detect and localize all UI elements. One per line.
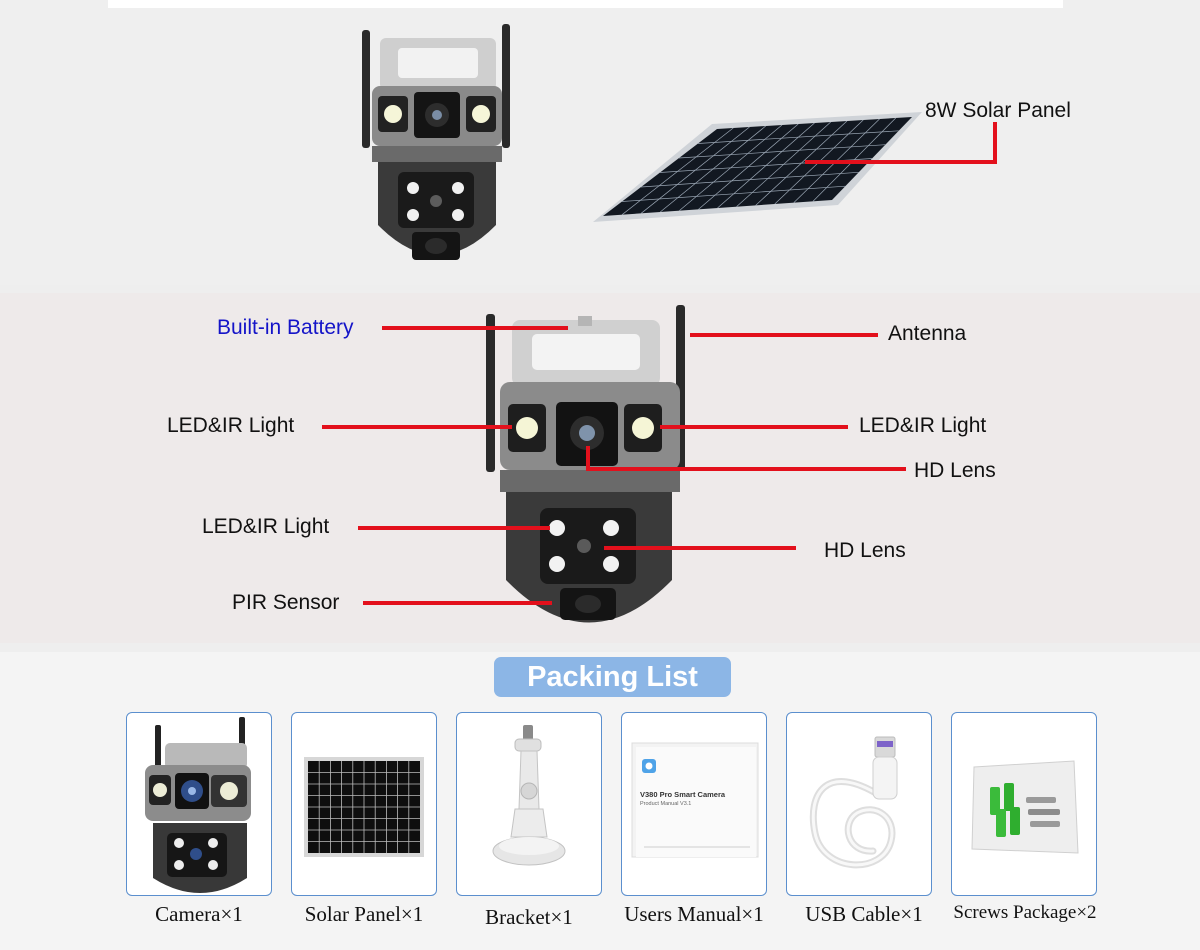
packing-item-usb-cable (786, 712, 932, 896)
hd-lens-upper-label: HD Lens (914, 459, 996, 482)
packing-item-label-bracket: Bracket×1 (485, 905, 573, 929)
packing-item-label-screws: Screws Package×2 (953, 902, 1097, 923)
manual-subtitle: Product Manual V3.1 (640, 801, 692, 807)
solar-panel-image (593, 112, 922, 222)
packing-list-title: Packing List (494, 657, 731, 697)
packing-item-label-camera: Camera×1 (155, 902, 243, 926)
screws-icon (971, 760, 1079, 854)
packing-item-users-manual: V380 Pro Smart Camera Product Manual V3.… (621, 712, 767, 896)
led-ir-light-left-upper-label: LED&IR Light (167, 414, 295, 437)
built-in-battery-label: Built-in Battery (217, 316, 354, 339)
packing-item-bracket (456, 712, 602, 896)
packing-item-solar-panel (291, 712, 437, 896)
usb-cable-icon (809, 736, 898, 869)
led-ir-light-left-lower-label: LED&IR Light (202, 515, 330, 538)
top-white-strip (108, 0, 1063, 8)
manual-title: V380 Pro Smart Camera (640, 790, 726, 799)
pir-sensor-label: PIR Sensor (232, 591, 340, 614)
top-panel (0, 0, 1200, 285)
solar-callout-line (805, 122, 997, 164)
camera-diagram (322, 305, 906, 623)
packing-item-screws (951, 712, 1097, 896)
manual-icon (631, 742, 759, 858)
large-camera-image (486, 305, 685, 623)
callout-lines (322, 326, 906, 605)
solar-panel-label: 8W Solar Panel (925, 99, 1071, 122)
small-camera-image (362, 24, 510, 260)
packing-item-label-usb-cable: USB Cable×1 (805, 902, 923, 926)
packing-item-label-users-manual: Users Manual×1 (624, 902, 764, 926)
packing-item-label-solar-panel: Solar Panel×1 (304, 902, 424, 926)
camera-icon (145, 717, 251, 893)
bracket-icon (492, 725, 566, 866)
solar-panel-icon (304, 757, 424, 857)
led-ir-light-right-upper-label: LED&IR Light (859, 414, 987, 437)
packing-item-camera (126, 712, 272, 896)
antenna-label: Antenna (888, 322, 967, 345)
top-product-illustration (362, 24, 997, 260)
hd-lens-lower-label: HD Lens (824, 539, 906, 562)
